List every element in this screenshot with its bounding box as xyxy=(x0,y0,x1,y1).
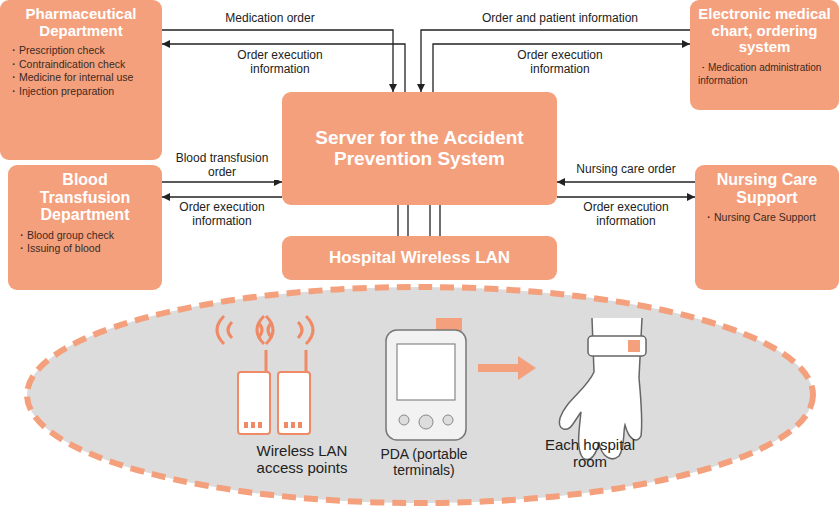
box-title: Blood Transfusion Department xyxy=(16,171,154,224)
bullet-item: ・Injection preparation xyxy=(8,85,154,99)
bullet-item: ・Medicine for internal use xyxy=(8,71,154,85)
box-title: Nursing Care Support xyxy=(703,171,831,206)
connector xyxy=(162,30,393,92)
server-box: Server for the Accident Prevention Syste… xyxy=(282,92,557,205)
connector xyxy=(557,181,695,182)
picture-label: Wireless LAN access points xyxy=(232,442,372,477)
edge-label: Order execution information xyxy=(166,201,278,229)
connector xyxy=(407,205,408,236)
edge-label: Medication order xyxy=(170,12,370,26)
box-title: Server for the Accident Prevention Syste… xyxy=(290,128,549,170)
connector xyxy=(162,181,282,182)
bullet-item: ・Nursing Care Support xyxy=(703,211,831,225)
pda-device xyxy=(386,318,466,440)
connector xyxy=(162,196,282,197)
department-box: Nursing Care Support ・Nursing Care Suppor… xyxy=(695,165,839,290)
arrow-symbol xyxy=(478,356,536,380)
bullet-item: ・Contraindication check xyxy=(8,58,154,72)
edge-label: Order and patient information xyxy=(450,12,670,26)
connector xyxy=(421,30,690,92)
edge-label: Order execution information xyxy=(485,49,635,77)
bullet-item: ・Blood group check xyxy=(16,229,154,243)
edge-label: Nursing care order xyxy=(562,163,690,177)
department-box: Electronic medical chart, ordering syste… xyxy=(690,0,839,110)
box-title: Pharmaceutical Department xyxy=(8,6,154,39)
bullet-item: ・Medication administration information xyxy=(698,61,831,87)
coverage-area xyxy=(27,287,813,503)
connector xyxy=(397,205,398,236)
bullet-item: ・Prescription check xyxy=(8,44,154,58)
department-box: Blood Transfusion Department ・Blood group… xyxy=(8,165,162,290)
picture-label: PDA (portable terminals) xyxy=(358,446,490,478)
bullet-item: ・Issuing of blood xyxy=(16,242,154,256)
box-title: Electronic medical chart, ordering syste… xyxy=(698,6,831,56)
connector xyxy=(557,196,695,197)
box-title: Hospital Wireless LAN xyxy=(290,249,549,268)
connector xyxy=(162,44,405,92)
edge-label: Order execution information xyxy=(205,49,355,77)
connector xyxy=(433,44,690,92)
connector xyxy=(429,205,430,236)
department-box: Pharmaceutical Department ・Prescription c… xyxy=(0,0,162,160)
edge-label: Order execution information xyxy=(562,201,690,229)
network-box: Hospital Wireless LAN xyxy=(282,236,557,280)
edge-label: Blood transfusion order xyxy=(166,152,278,180)
connector xyxy=(439,205,440,236)
picture-label: Each hospital room xyxy=(540,436,640,471)
wireless-access-point xyxy=(217,316,313,434)
